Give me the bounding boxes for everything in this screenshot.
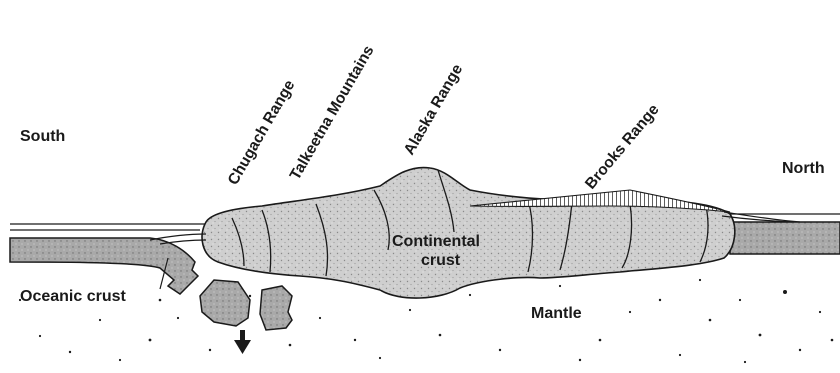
- label-north: North: [782, 160, 825, 177]
- south-oceanic-slab: [10, 238, 198, 294]
- label-south: South: [20, 128, 65, 145]
- label-brooks-range: Brooks Range: [582, 101, 663, 193]
- label-crust: crust: [421, 252, 461, 269]
- slab-fragment-1: [200, 280, 250, 326]
- label-alaska-range: Alaska Range: [401, 61, 467, 158]
- label-continental: Continental: [392, 233, 480, 250]
- slab-fragment-2: [260, 286, 292, 330]
- north-oceanic-slab: [730, 222, 840, 254]
- arrow-down-icon: [234, 330, 251, 354]
- label-oceanic-crust: Oceanic crust: [20, 288, 127, 305]
- label-mantle: Mantle: [531, 305, 582, 322]
- label-talkeetna-mountains: Talkeetna Mountains: [287, 43, 378, 183]
